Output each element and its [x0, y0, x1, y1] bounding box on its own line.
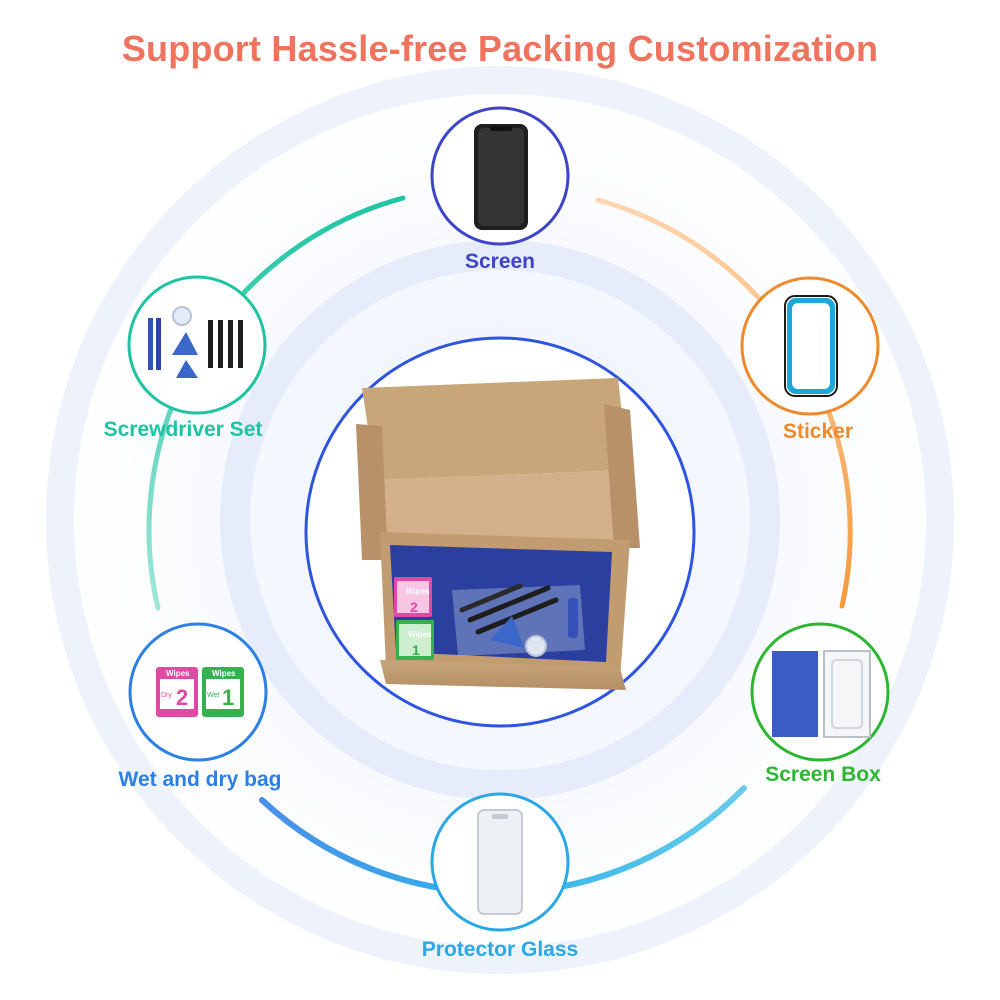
box-screwdriver-2 — [475, 597, 559, 635]
screwdriver-2 — [218, 320, 223, 368]
screen-box-label: Screen Box — [765, 763, 881, 786]
screen-product-image — [474, 124, 528, 230]
wetdry-product-image — [156, 667, 244, 717]
box-left-flap — [356, 424, 388, 560]
blue-screen-box — [390, 545, 612, 662]
pry-bar-1 — [148, 318, 153, 370]
box-screwdriver-1 — [467, 585, 551, 623]
page-title: Support Hassle-free Packing Customizatio… — [121, 28, 879, 69]
box-wipe-dry-face — [397, 581, 429, 613]
box-right-flap — [604, 404, 640, 548]
screen-label: Screen — [464, 250, 536, 273]
dry-wipe-face — [160, 679, 194, 709]
screwdriver-set-label: Screwdriver Set — [103, 418, 263, 441]
screen-notch — [490, 126, 512, 131]
box-product-image — [356, 378, 640, 690]
protector-glass-label: Protector Glass — [421, 938, 579, 961]
box-wipe-dry-title: Wipes — [406, 587, 430, 596]
sticker-edge — [784, 295, 838, 397]
halo-ring-outer — [46, 66, 954, 974]
sticker-cutout — [792, 303, 830, 389]
box-front-wall — [380, 660, 626, 690]
pick-2 — [176, 360, 198, 378]
box-pry-tool — [568, 598, 578, 638]
screenbox-product-image — [772, 650, 871, 738]
screenbox-lid — [772, 651, 818, 737]
wet-wipe-title: Wipes — [212, 669, 236, 678]
pry-bar-2 — [156, 318, 161, 370]
screwdriver-3 — [228, 320, 233, 368]
box-wipe-wet-number: 1 — [412, 642, 420, 658]
box-wipe-wet-title: Wipes — [408, 630, 432, 639]
wet-wipe-number: 1 — [222, 685, 234, 710]
screen-lcd-panel — [478, 128, 524, 226]
suction-cup — [172, 306, 192, 326]
sticker-product-image — [784, 295, 838, 397]
sticker-label: Sticker — [782, 420, 854, 443]
protector-glass — [477, 809, 523, 915]
dry-wipe-tag: Dry — [161, 692, 172, 699]
box-wipe-dry-number: 2 — [410, 599, 418, 615]
dry-wipe-number: 2 — [176, 685, 188, 710]
screenbox-tray-slot — [831, 659, 863, 729]
pick-1 — [172, 332, 198, 355]
box-lid-inner — [376, 470, 630, 555]
screwdriver-1 — [208, 320, 213, 368]
protector-product-image — [477, 809, 523, 915]
protector-speaker-cut — [492, 814, 508, 819]
wet-wipe-face — [206, 679, 240, 709]
screwdriver-product-image — [148, 306, 243, 378]
box-pick — [490, 616, 524, 648]
screwdriver-item-circle — [127, 275, 267, 415]
wet-dry-bag-label: Wet and dry bag — [118, 768, 282, 791]
halo-ring-inner — [220, 240, 780, 800]
box-lid-top — [362, 378, 628, 480]
box-suction-cup — [525, 635, 547, 657]
box-wipe-wet-face — [399, 624, 431, 656]
dry-wipe-title: Wipes — [166, 669, 190, 678]
wet-wipe-tag: Wet — [207, 692, 219, 699]
screwdriver-4 — [238, 320, 243, 368]
box-screwdriver-3 — [459, 583, 523, 613]
screenbox-tray — [823, 650, 871, 738]
